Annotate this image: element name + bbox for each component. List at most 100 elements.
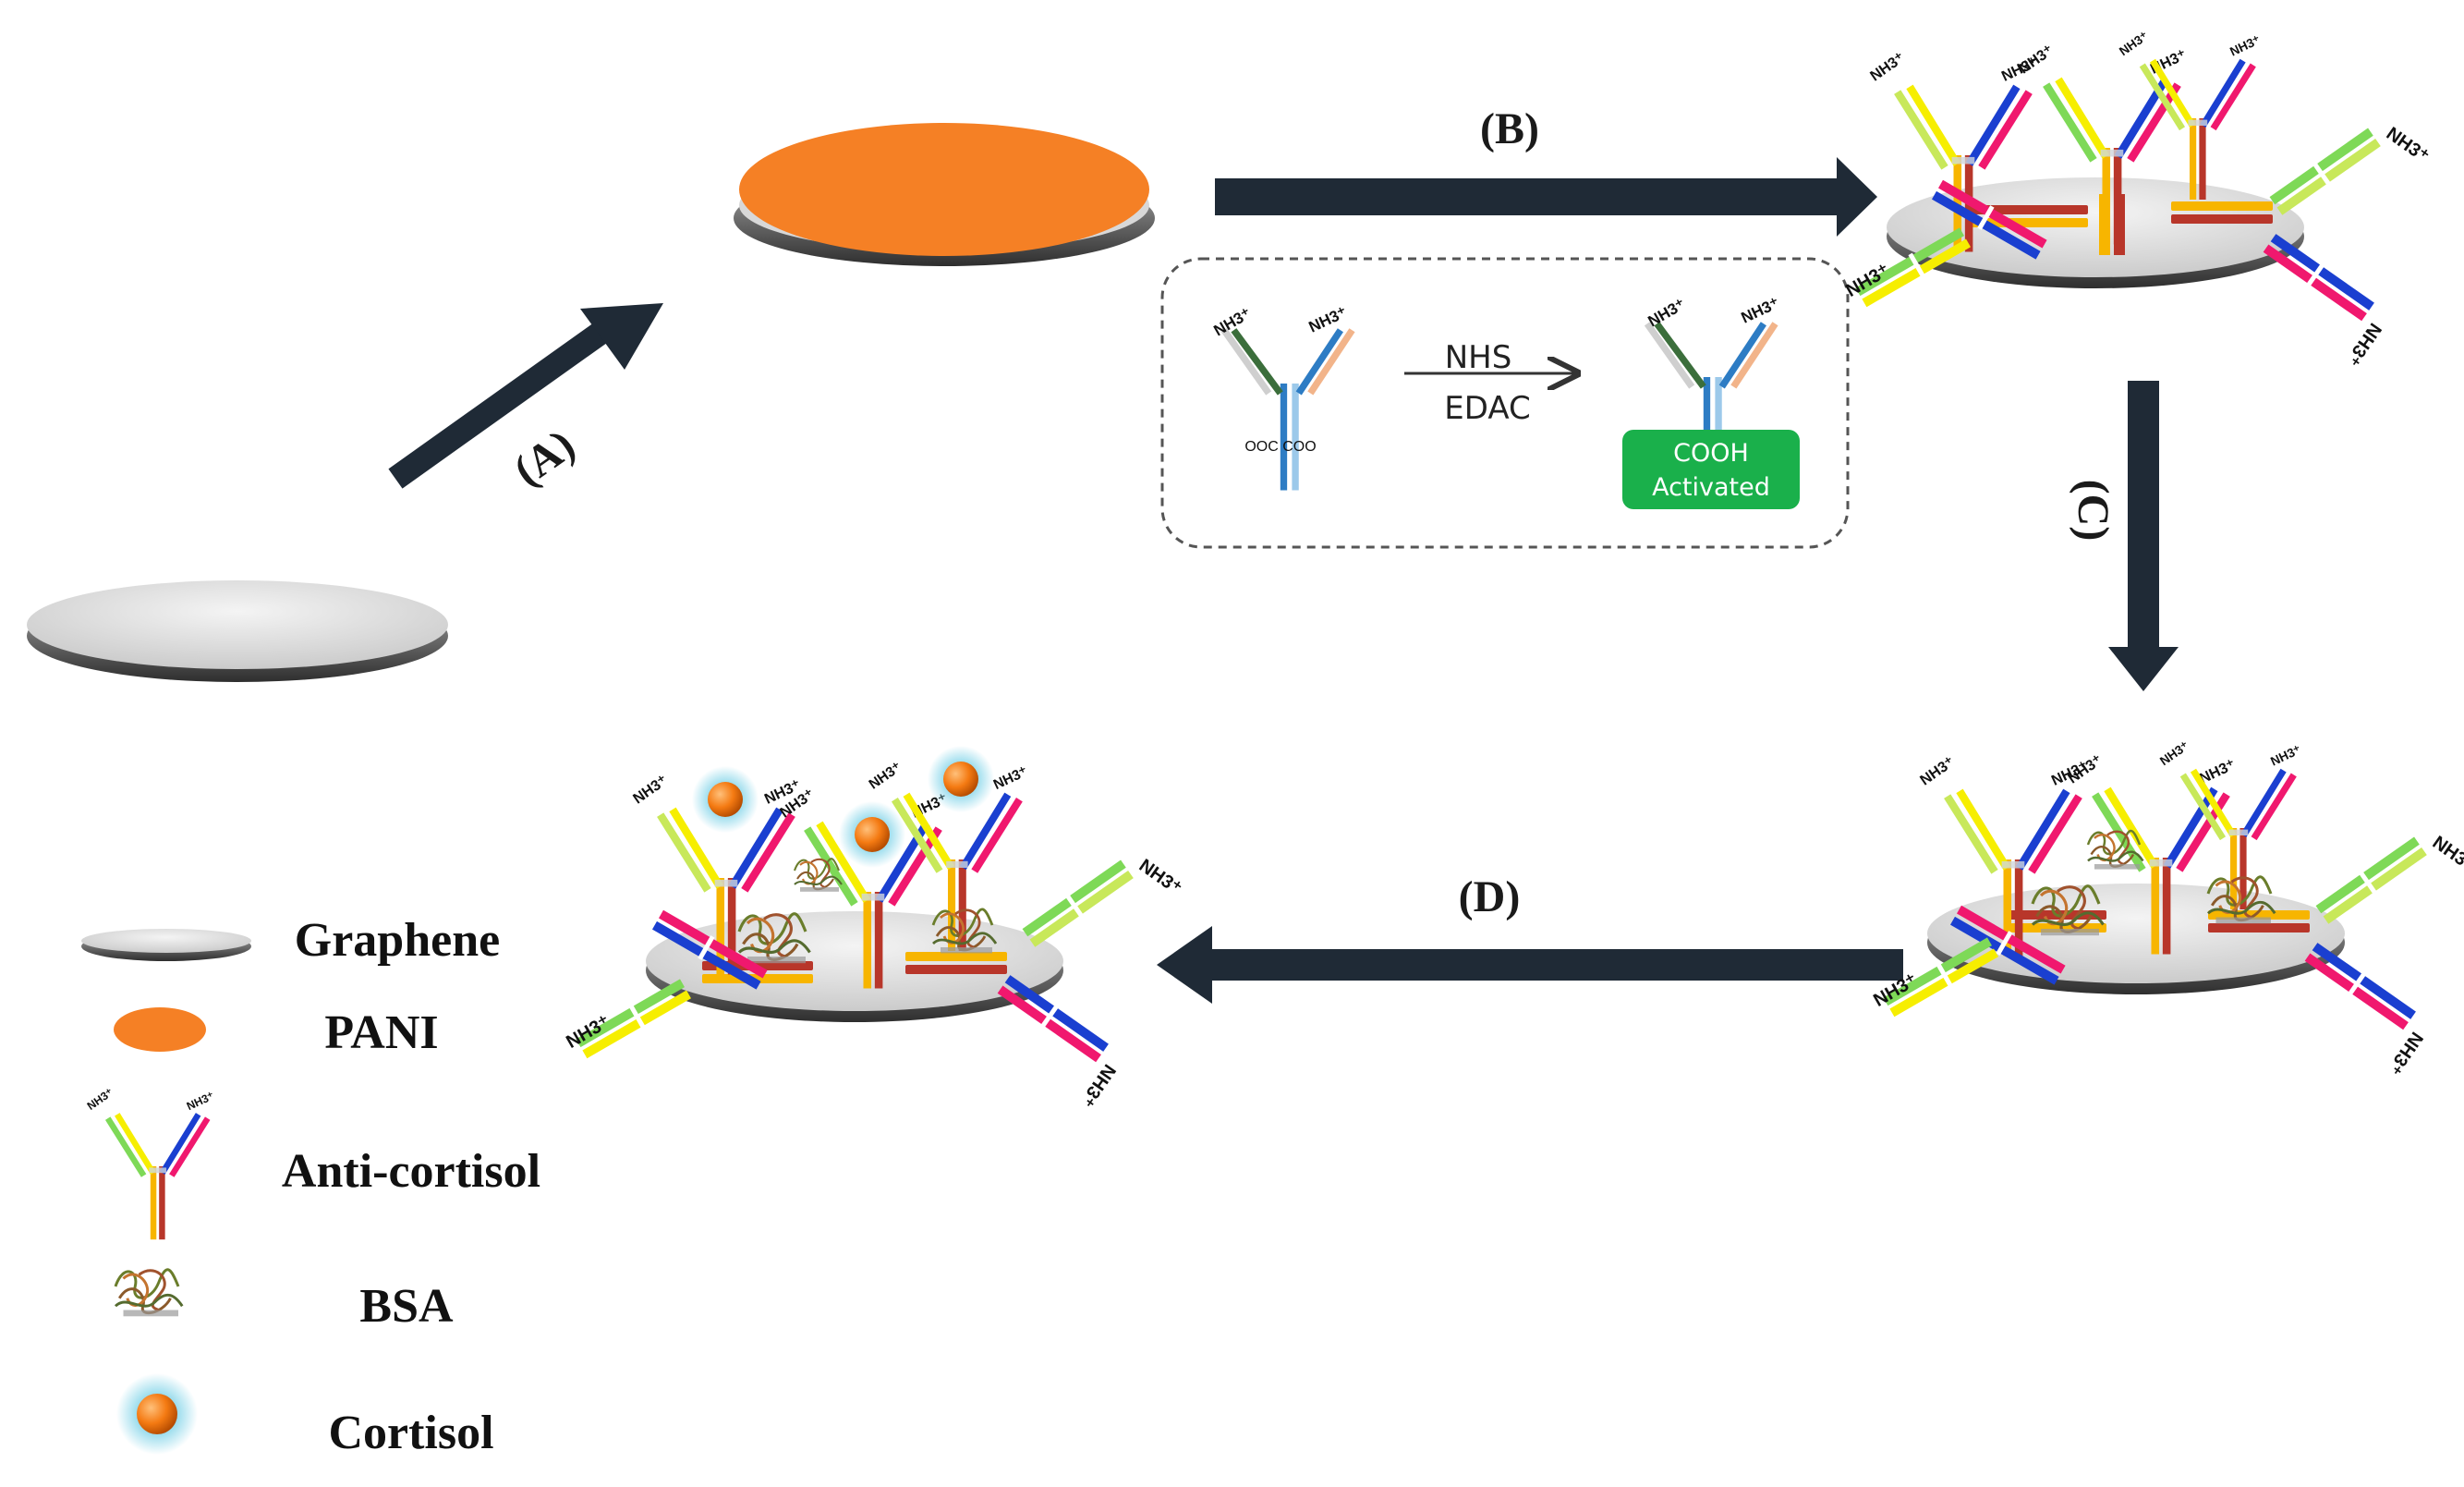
rim-antibody-arm [1950,905,2066,985]
arm-bar [1950,916,2059,985]
amine-label: NH3⁺ [2268,742,2302,768]
antibody-hinge [2001,860,2025,869]
legend-bsa-label: BSA [359,1280,454,1333]
arrow-a [388,303,663,489]
cooh-activated-badge [1622,430,1800,509]
legend-anticortisol-label: Anti-cortisol [282,1145,540,1198]
rim-antibody-arm [652,909,768,990]
antibody-stem [2113,148,2122,245]
antibody-hinge [2188,119,2208,126]
antibody-unactivated [1220,328,1355,491]
pani-graphene-disc [734,123,1155,266]
legend-graphene-label: Graphene [295,914,500,967]
arm-gap [1977,205,1995,230]
legend-antibody-swatch: NH3⁺NH3⁺ [85,1086,216,1240]
arm-bar [659,909,768,979]
antibody-stem [2102,148,2111,245]
arm-bar [2315,836,2420,914]
step-a-label: (A) [505,420,584,495]
antibody-stem [2230,828,2238,909]
antibody: NH3⁺ NH3⁺ [2157,738,2303,909]
legend-cortisol-label: Cortisol [328,1407,493,1459]
antibody-arm [816,821,870,903]
amine-label: NH3⁺ [2342,319,2385,369]
antibody-arm [2200,58,2246,128]
bsa-protein [931,908,998,954]
antibody-immobilized-electrode: NH3⁺NH3⁺NH3⁺NH3⁺NH3⁺NH3⁺NH3⁺NH3⁺NH3⁺ [1842,29,2433,369]
antibody-arm [1944,794,1998,874]
amine-label: NH3⁺ [991,763,1030,793]
arrow-c [2108,381,2179,691]
antibody-arm [2210,63,2256,131]
arm-bar [997,985,1101,1063]
antibody-arm [1965,84,2021,166]
cortisol-molecule [943,762,978,797]
amine-label: NH3⁺ [867,760,904,793]
legend-bsa-swatch [114,1268,184,1317]
amine-label: NH3⁺ [1917,753,1958,788]
lying-antibody-segment [2171,214,2273,224]
antibody-stem [2003,859,2012,957]
antibody-arm [2139,63,2186,131]
antibody: NH3⁺NH3⁺ [2117,29,2263,200]
amine-label: NH3⁺ [2157,738,2191,768]
arm-gap [2312,162,2332,187]
antibody-hinge [714,879,738,887]
bsa-strand [138,1269,166,1311]
arm-bar [1004,975,1109,1052]
bsa-base [2094,864,2140,870]
antibody-arm [1894,90,1948,170]
reagent-edac: EDAC [1444,390,1530,427]
rim-antibody-arm: NH3⁺ [2269,124,2433,215]
antibody-arm [2240,768,2287,837]
cortisol-bound-electrode: NH3⁺NH3⁺NH3⁺NH3⁺NH3⁺NH3⁺NH3⁺NH3⁺NH3⁺ [563,745,1185,1110]
arm-bar [1889,948,1998,1018]
antibody-stem [150,1166,157,1240]
rim-antibody-arm: NH3⁺ [2263,234,2385,369]
antibody-activated [1644,322,1778,455]
bsa-protein [2086,829,2144,870]
arm-gap [2306,262,2325,287]
lying-antibody-segment [2171,201,2273,211]
arm-gap [1936,962,1953,988]
bsa-strand [2230,876,2259,919]
amine-label: NH3⁺ [1076,1060,1120,1110]
bsa-protein [737,912,811,964]
amine-label: NH3⁺ [2117,29,2151,58]
antibody-arm [104,1116,147,1177]
graphene-disc-start [27,580,448,682]
cortisol-molecule [855,817,890,852]
arm-gap [628,1004,646,1030]
arm-bar [2323,847,2427,924]
amine-label: NH3⁺ [185,1089,216,1113]
arm-bar [2276,138,2381,215]
amine-label: NH3⁺ [2384,1028,2427,1078]
arm-bar [2304,953,2409,1030]
arm-bar [2263,244,2367,322]
antibody-arm [115,1113,156,1175]
antibody: NH3⁺NH3⁺ [85,1086,216,1240]
bsa-strand [2031,884,2101,918]
bsa-strand [2206,900,2276,915]
antibody-arm [903,792,955,871]
bsa-base [941,947,992,954]
antibody-arm [2015,788,2070,871]
arm-bar [1883,937,1992,1006]
antibody-stem [727,878,736,975]
antibody-stem [958,859,966,951]
amine-label: NH3⁺ [2383,124,2433,167]
bsa-strand [2106,830,2130,866]
arm-bar [2312,943,2416,1019]
antibody-arm [669,807,723,889]
cortisol-molecule [708,782,743,817]
bsa-blocked-electrode: NH3⁺NH3⁺NH3⁺NH3⁺NH3⁺NH3⁺NH3⁺NH3⁺NH3⁺ [1870,738,2464,1078]
antibody-arm [2190,768,2237,837]
arm-bar [1938,179,2047,249]
antibody-stem [2151,858,2160,955]
arm-gap [1064,894,1085,919]
antibody-arm [1956,788,2010,871]
antibody-arm [1978,90,2033,170]
inset-carboxyl-label: OOC COO [1244,439,1316,455]
bsa-base [800,887,839,892]
